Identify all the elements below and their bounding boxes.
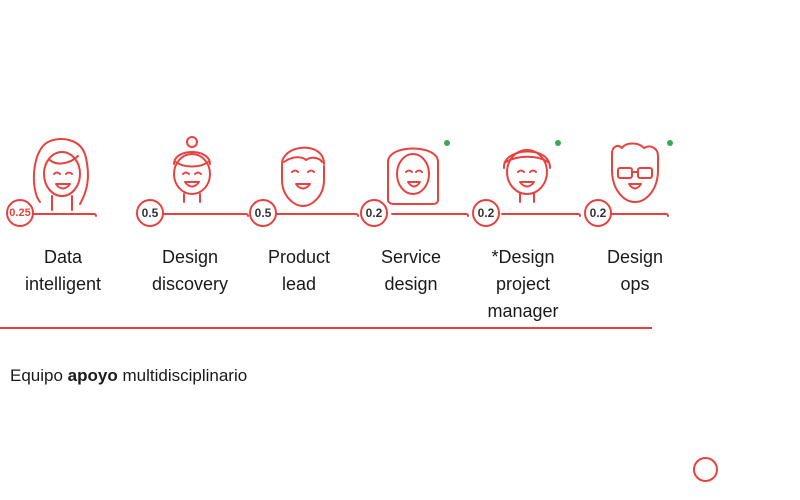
role-label: Design discovery bbox=[151, 247, 229, 294]
woman-hijab-icon bbox=[387, 147, 469, 217]
team-caption: Equipo apoyo multidisciplinario bbox=[10, 366, 247, 386]
role-value-badge: 0.5 bbox=[249, 199, 277, 227]
caption-prefix: Equipo bbox=[10, 366, 63, 385]
caption-suffix: multidisciplinario bbox=[122, 366, 248, 385]
role-value-badge: 0.2 bbox=[584, 199, 612, 227]
role-card-service-design: 0.2 Service design bbox=[354, 130, 474, 330]
role-label: Data intelligent bbox=[24, 247, 102, 294]
availability-indicator bbox=[667, 140, 673, 146]
role-card-design-project-manager: 0.2 *Design project manager bbox=[466, 130, 586, 330]
role-label: Product lead bbox=[267, 247, 331, 294]
role-label: Design ops bbox=[606, 247, 664, 294]
section-divider bbox=[0, 327, 652, 329]
ring-icon bbox=[693, 457, 718, 482]
man-glasses-icon bbox=[607, 142, 669, 217]
woman-long-hair-icon bbox=[31, 138, 97, 217]
role-value-badge: 0.25 bbox=[6, 199, 34, 227]
role-card-data-intelligent: 0.25 Data intelligent bbox=[0, 130, 120, 330]
role-value-badge: 0.2 bbox=[472, 199, 500, 227]
role-card-product-lead: 0.5 Product lead bbox=[242, 130, 362, 330]
role-label: *Design project manager bbox=[487, 247, 559, 321]
availability-indicator bbox=[444, 140, 450, 146]
role-value-badge: 0.2 bbox=[360, 199, 388, 227]
role-value-badge: 0.5 bbox=[136, 199, 164, 227]
person-short-hair-icon bbox=[501, 149, 581, 217]
role-card-design-discovery: 0.5 Design discovery bbox=[130, 130, 250, 330]
role-label: Service design bbox=[380, 247, 442, 294]
availability-indicator bbox=[555, 140, 561, 146]
role-card-design-ops: 0.2 Design ops bbox=[578, 130, 698, 330]
woman-bun-icon bbox=[159, 136, 249, 217]
roles-row: 0.25 Data intelligent 0.5 Design discove… bbox=[0, 130, 698, 330]
bearded-man-icon bbox=[271, 146, 359, 217]
caption-bold: apoyo bbox=[67, 366, 118, 385]
